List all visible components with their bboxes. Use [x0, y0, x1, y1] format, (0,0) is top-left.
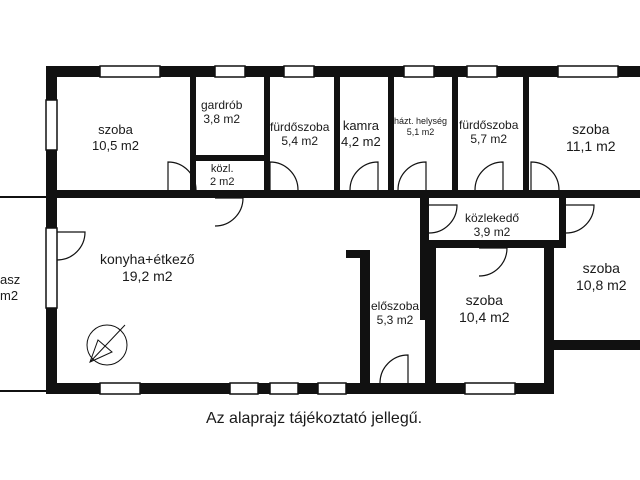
room-label-kozl: közl.2 m2 — [210, 163, 235, 189]
windows — [45, 65, 619, 395]
doors — [56, 161, 595, 384]
compass-icon — [86, 324, 128, 366]
disclaimer-caption: Az alaprajz tájékoztató jellegű. — [205, 410, 423, 427]
